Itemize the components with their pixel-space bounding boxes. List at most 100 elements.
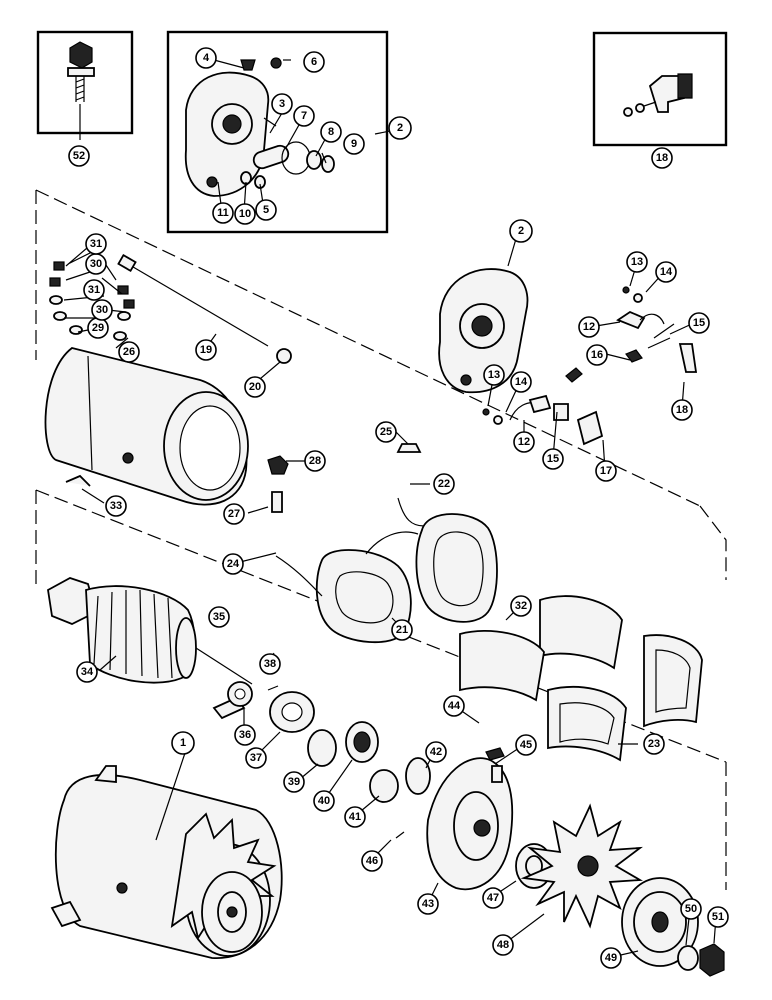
svg-text:32: 32 — [515, 600, 527, 612]
callout-18-inset: 18 — [651, 147, 673, 169]
pulley — [621, 877, 699, 967]
svg-text:2: 2 — [397, 122, 403, 134]
end-frame-upper — [438, 268, 529, 394]
svg-text:30: 30 — [90, 258, 102, 270]
callout-45: 45 — [515, 734, 537, 756]
svg-text:44: 44 — [448, 700, 461, 712]
callout-40: 40 — [313, 790, 335, 812]
svg-text:1: 1 — [180, 737, 186, 749]
callout-34: 34 — [76, 661, 98, 683]
callout-20: 20 — [244, 376, 266, 398]
callout-48: 48 — [492, 934, 514, 956]
callout-27: 27 — [223, 503, 245, 525]
svg-text:2: 2 — [518, 225, 524, 237]
callout-3: 3 — [271, 93, 293, 115]
svg-text:31: 31 — [88, 284, 100, 296]
through-bolt — [117, 253, 269, 347]
armature — [47, 577, 253, 720]
svg-text:8: 8 — [328, 126, 334, 138]
svg-text:35: 35 — [213, 611, 225, 623]
callout-51: 51 — [707, 906, 729, 928]
svg-text:12: 12 — [583, 321, 595, 333]
svg-text:21: 21 — [396, 624, 408, 636]
callout-14-left: 14 — [510, 371, 532, 393]
svg-text:22: 22 — [438, 478, 450, 490]
svg-text:9: 9 — [351, 138, 357, 150]
svg-text:29: 29 — [92, 322, 104, 334]
callout-13-right: 13 — [626, 251, 648, 273]
callout-9: 9 — [343, 133, 365, 155]
callout-19: 19 — [195, 339, 217, 361]
callout-44: 44 — [443, 695, 465, 717]
svg-text:36: 36 — [239, 729, 251, 741]
brush-parts — [482, 286, 698, 446]
callout-25: 25 — [375, 421, 397, 443]
svg-text:49: 49 — [605, 952, 617, 964]
callout-4: 4 — [195, 47, 217, 69]
svg-text:41: 41 — [349, 811, 361, 823]
drive-end-bearing-stack — [267, 685, 431, 803]
svg-text:15: 15 — [693, 317, 705, 329]
svg-text:47: 47 — [487, 892, 499, 904]
svg-text:18: 18 — [676, 404, 688, 416]
callout-10: 10 — [234, 203, 256, 225]
callout-35: 35 — [208, 606, 230, 628]
field-frame — [44, 347, 249, 506]
callout-23: 23 — [643, 733, 665, 755]
upper-group-outline — [35, 189, 727, 580]
callout-24: 24 — [222, 553, 244, 575]
callout-31-bottom: 31 — [83, 279, 105, 301]
svg-text:50: 50 — [685, 903, 697, 915]
callout-15-left: 15 — [542, 448, 564, 470]
small-fasteners-upper — [65, 348, 422, 513]
callout-43: 43 — [417, 893, 439, 915]
callout-2-mid: 2 — [509, 219, 533, 243]
svg-text:13: 13 — [488, 369, 500, 381]
svg-text:26: 26 — [123, 346, 135, 358]
callout-12-left: 12 — [513, 431, 535, 453]
callout-52: 52 — [68, 145, 90, 167]
callout-14-right: 14 — [655, 261, 677, 283]
svg-text:27: 27 — [228, 508, 240, 520]
callout-11: 11 — [212, 202, 234, 224]
callout-49: 49 — [600, 947, 622, 969]
callout-46: 46 — [361, 850, 383, 872]
callout-30-bottom: 30 — [91, 299, 113, 321]
callout-18-lower: 18 — [671, 399, 693, 421]
callout-29: 29 — [87, 317, 109, 339]
svg-text:37: 37 — [250, 752, 262, 764]
callout-30-top: 30 — [85, 253, 107, 275]
callout-13-left: 13 — [483, 364, 505, 386]
svg-text:30: 30 — [96, 304, 108, 316]
svg-text:46: 46 — [366, 855, 378, 867]
callout-12-right: 12 — [578, 316, 600, 338]
svg-text:40: 40 — [318, 795, 330, 807]
callout-22: 22 — [433, 473, 455, 495]
callout-26: 26 — [118, 341, 140, 363]
svg-text:39: 39 — [288, 776, 300, 788]
callout-5: 5 — [255, 199, 277, 221]
svg-text:52: 52 — [73, 150, 85, 162]
svg-text:3: 3 — [279, 98, 285, 110]
svg-text:28: 28 — [309, 455, 321, 467]
callout-32: 32 — [510, 595, 532, 617]
svg-text:38: 38 — [264, 658, 276, 670]
svg-text:6: 6 — [311, 56, 317, 68]
svg-text:25: 25 — [380, 426, 392, 438]
svg-text:18: 18 — [656, 152, 668, 164]
callout-28: 28 — [304, 450, 326, 472]
svg-text:4: 4 — [203, 52, 210, 64]
generator-assembly — [50, 765, 283, 959]
svg-text:13: 13 — [631, 256, 643, 268]
svg-text:19: 19 — [200, 344, 212, 356]
svg-text:20: 20 — [249, 381, 261, 393]
callout-15-right: 15 — [688, 312, 710, 334]
svg-text:5: 5 — [263, 204, 269, 216]
svg-text:34: 34 — [81, 666, 94, 678]
callout-47: 47 — [482, 887, 504, 909]
svg-text:23: 23 — [648, 738, 660, 750]
svg-text:48: 48 — [497, 939, 509, 951]
callout-33: 33 — [105, 495, 127, 517]
washer-and-nut — [677, 943, 725, 977]
callout-16: 16 — [586, 344, 608, 366]
